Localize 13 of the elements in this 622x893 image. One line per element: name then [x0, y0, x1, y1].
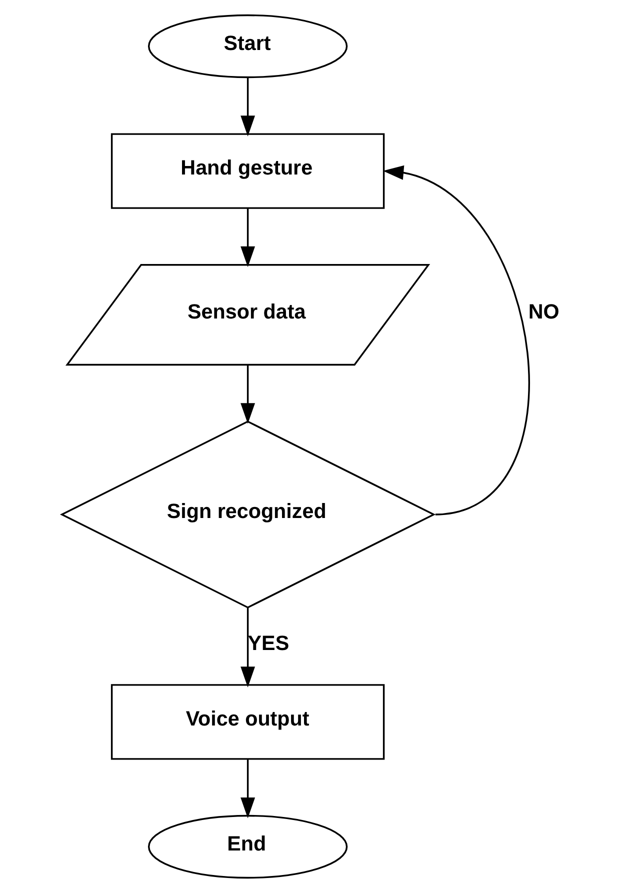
node-box: Hand gesture: [110, 133, 384, 209]
arrow: [240, 365, 255, 424]
edge-label: NO: [528, 300, 559, 324]
arrow: [382, 165, 530, 516]
node-diamond: Sign recognized: [59, 420, 436, 608]
arrow: [240, 208, 255, 268]
arrow: [240, 77, 255, 136]
node-ellipse: End: [147, 814, 348, 879]
edge-label: YES: [247, 632, 289, 655]
node-ellipse: Start: [147, 14, 348, 78]
arrow: [240, 759, 255, 818]
node-box: Voice output: [110, 684, 384, 760]
arrow: [240, 607, 255, 688]
